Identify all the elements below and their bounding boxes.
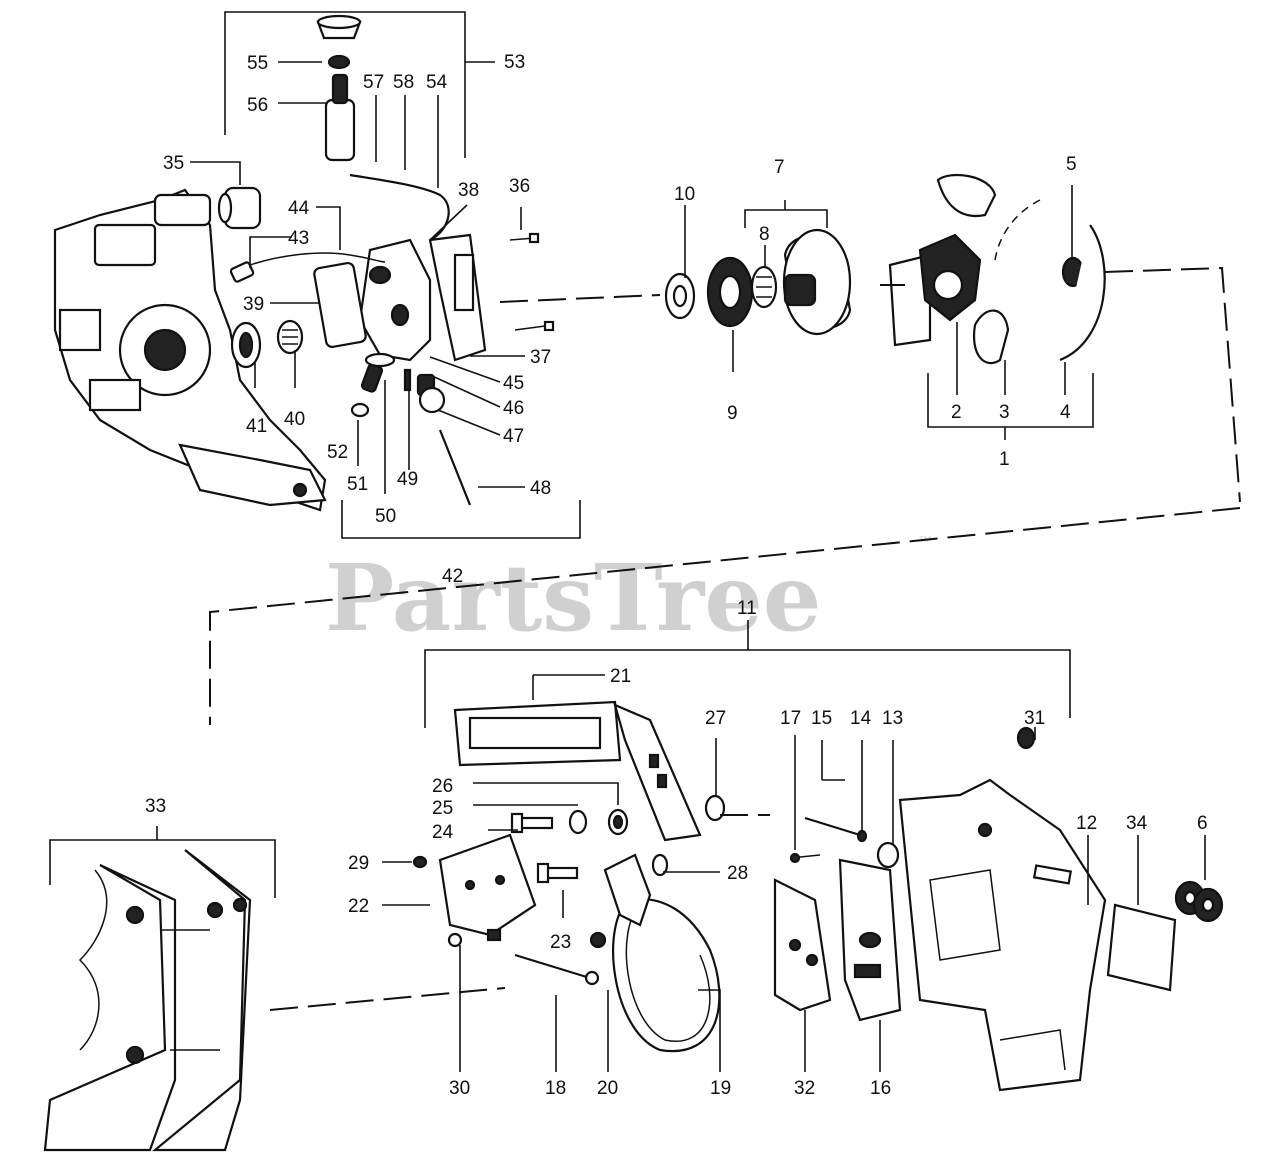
label-55: 55 [247,53,268,74]
label-24: 24 [432,822,454,843]
label-15: 15 [811,708,832,729]
part-1-clutch [888,173,1106,365]
label-57: 57 [363,72,384,93]
label-7: 7 [774,157,785,178]
label-49: 49 [397,469,418,490]
label-17: 17 [780,708,801,729]
part-6-nuts [1174,880,1224,923]
label-48: 48 [530,478,551,499]
label-3: 3 [999,402,1010,423]
part-8-bearing [750,265,778,309]
label-25: 25 [432,798,453,819]
part-40 [276,319,304,355]
label-45: 45 [503,373,524,394]
label-8: 8 [759,224,770,245]
label-13: 13 [882,708,903,729]
part-33-chain-catchers [43,849,252,1152]
label-53: 53 [504,52,525,73]
leader-lines [49,11,1206,1072]
label-22: 22 [348,896,369,917]
label-42: 42 [442,566,463,587]
watermark-text: PartsTree [325,544,821,652]
label-27: 27 [705,708,726,729]
label-44: 44 [288,198,310,219]
label-28: 28 [727,863,748,884]
watermark-trademark: ™ [918,533,932,549]
part-32-plate [773,878,832,1012]
label-38: 38 [458,180,479,201]
label-32: 32 [794,1078,815,1099]
label-40: 40 [284,409,305,430]
part-41 [230,321,262,369]
brake-fasteners [412,794,726,948]
label-23: 23 [550,932,571,953]
label-51: 51 [347,474,368,495]
crankcase-housing [53,188,327,512]
label-58: 58 [393,72,414,93]
part-16-plate [838,858,902,1022]
part-9-sprocket [706,256,754,328]
label-19: 19 [710,1078,731,1099]
label-47: 47 [503,426,524,447]
part-18-pin [514,953,600,986]
label-36: 36 [509,176,530,197]
label-18: 18 [545,1078,566,1099]
small-parts-cluster [350,352,472,506]
label-29: 29 [348,853,369,874]
part-35 [217,186,262,230]
part-34-plate [1106,903,1177,992]
label-1: 1 [999,449,1010,470]
part-20-lever [589,853,652,949]
label-21: 21 [610,666,631,687]
label-31: 31 [1024,708,1045,729]
label-39: 39 [243,294,264,315]
label-34: 34 [1126,813,1148,834]
label-6: 6 [1197,813,1208,834]
label-43: 43 [288,228,309,249]
part-pin-right [514,320,555,332]
part-22-bracket [438,833,537,937]
part-36-pin [509,232,540,244]
label-35: 35 [163,153,184,174]
part-21-handle [453,700,702,842]
label-30: 30 [449,1078,470,1099]
part-cap-top [316,14,362,40]
label-4: 4 [1060,402,1071,423]
label-50: 50 [375,506,396,527]
label-37: 37 [530,347,551,368]
hose-44 [229,252,386,283]
label-5: 5 [1066,154,1077,175]
label-26: 26 [432,776,453,797]
label-2: 2 [951,402,962,423]
label-41: 41 [246,416,267,437]
part-19-band [612,898,721,1053]
label-10: 10 [674,184,695,205]
part-7-drum [782,228,852,336]
part-10-washer [664,272,696,320]
label-20: 20 [597,1078,618,1099]
assembly-dashed-lines [209,266,1241,1011]
part-37-plate [428,233,487,362]
label-11: 11 [737,598,757,619]
callout-labels: 53 55 56 57 58 54 35 38 36 44 43 39 37 4… [145,52,1208,1099]
oil-pump-body [313,238,432,362]
label-46: 46 [503,398,524,419]
part-55 [327,54,351,70]
label-16: 16 [870,1078,891,1099]
label-54: 54 [426,72,448,93]
label-52: 52 [327,442,348,463]
label-56: 56 [247,95,268,116]
label-9: 9 [727,403,738,424]
part-56-filter [324,73,356,162]
hose-54 [349,173,450,241]
label-33: 33 [145,796,166,817]
part-12-cover [898,778,1107,1092]
fasteners-right [789,726,1036,869]
label-14: 14 [850,708,872,729]
label-12: 12 [1076,813,1097,834]
